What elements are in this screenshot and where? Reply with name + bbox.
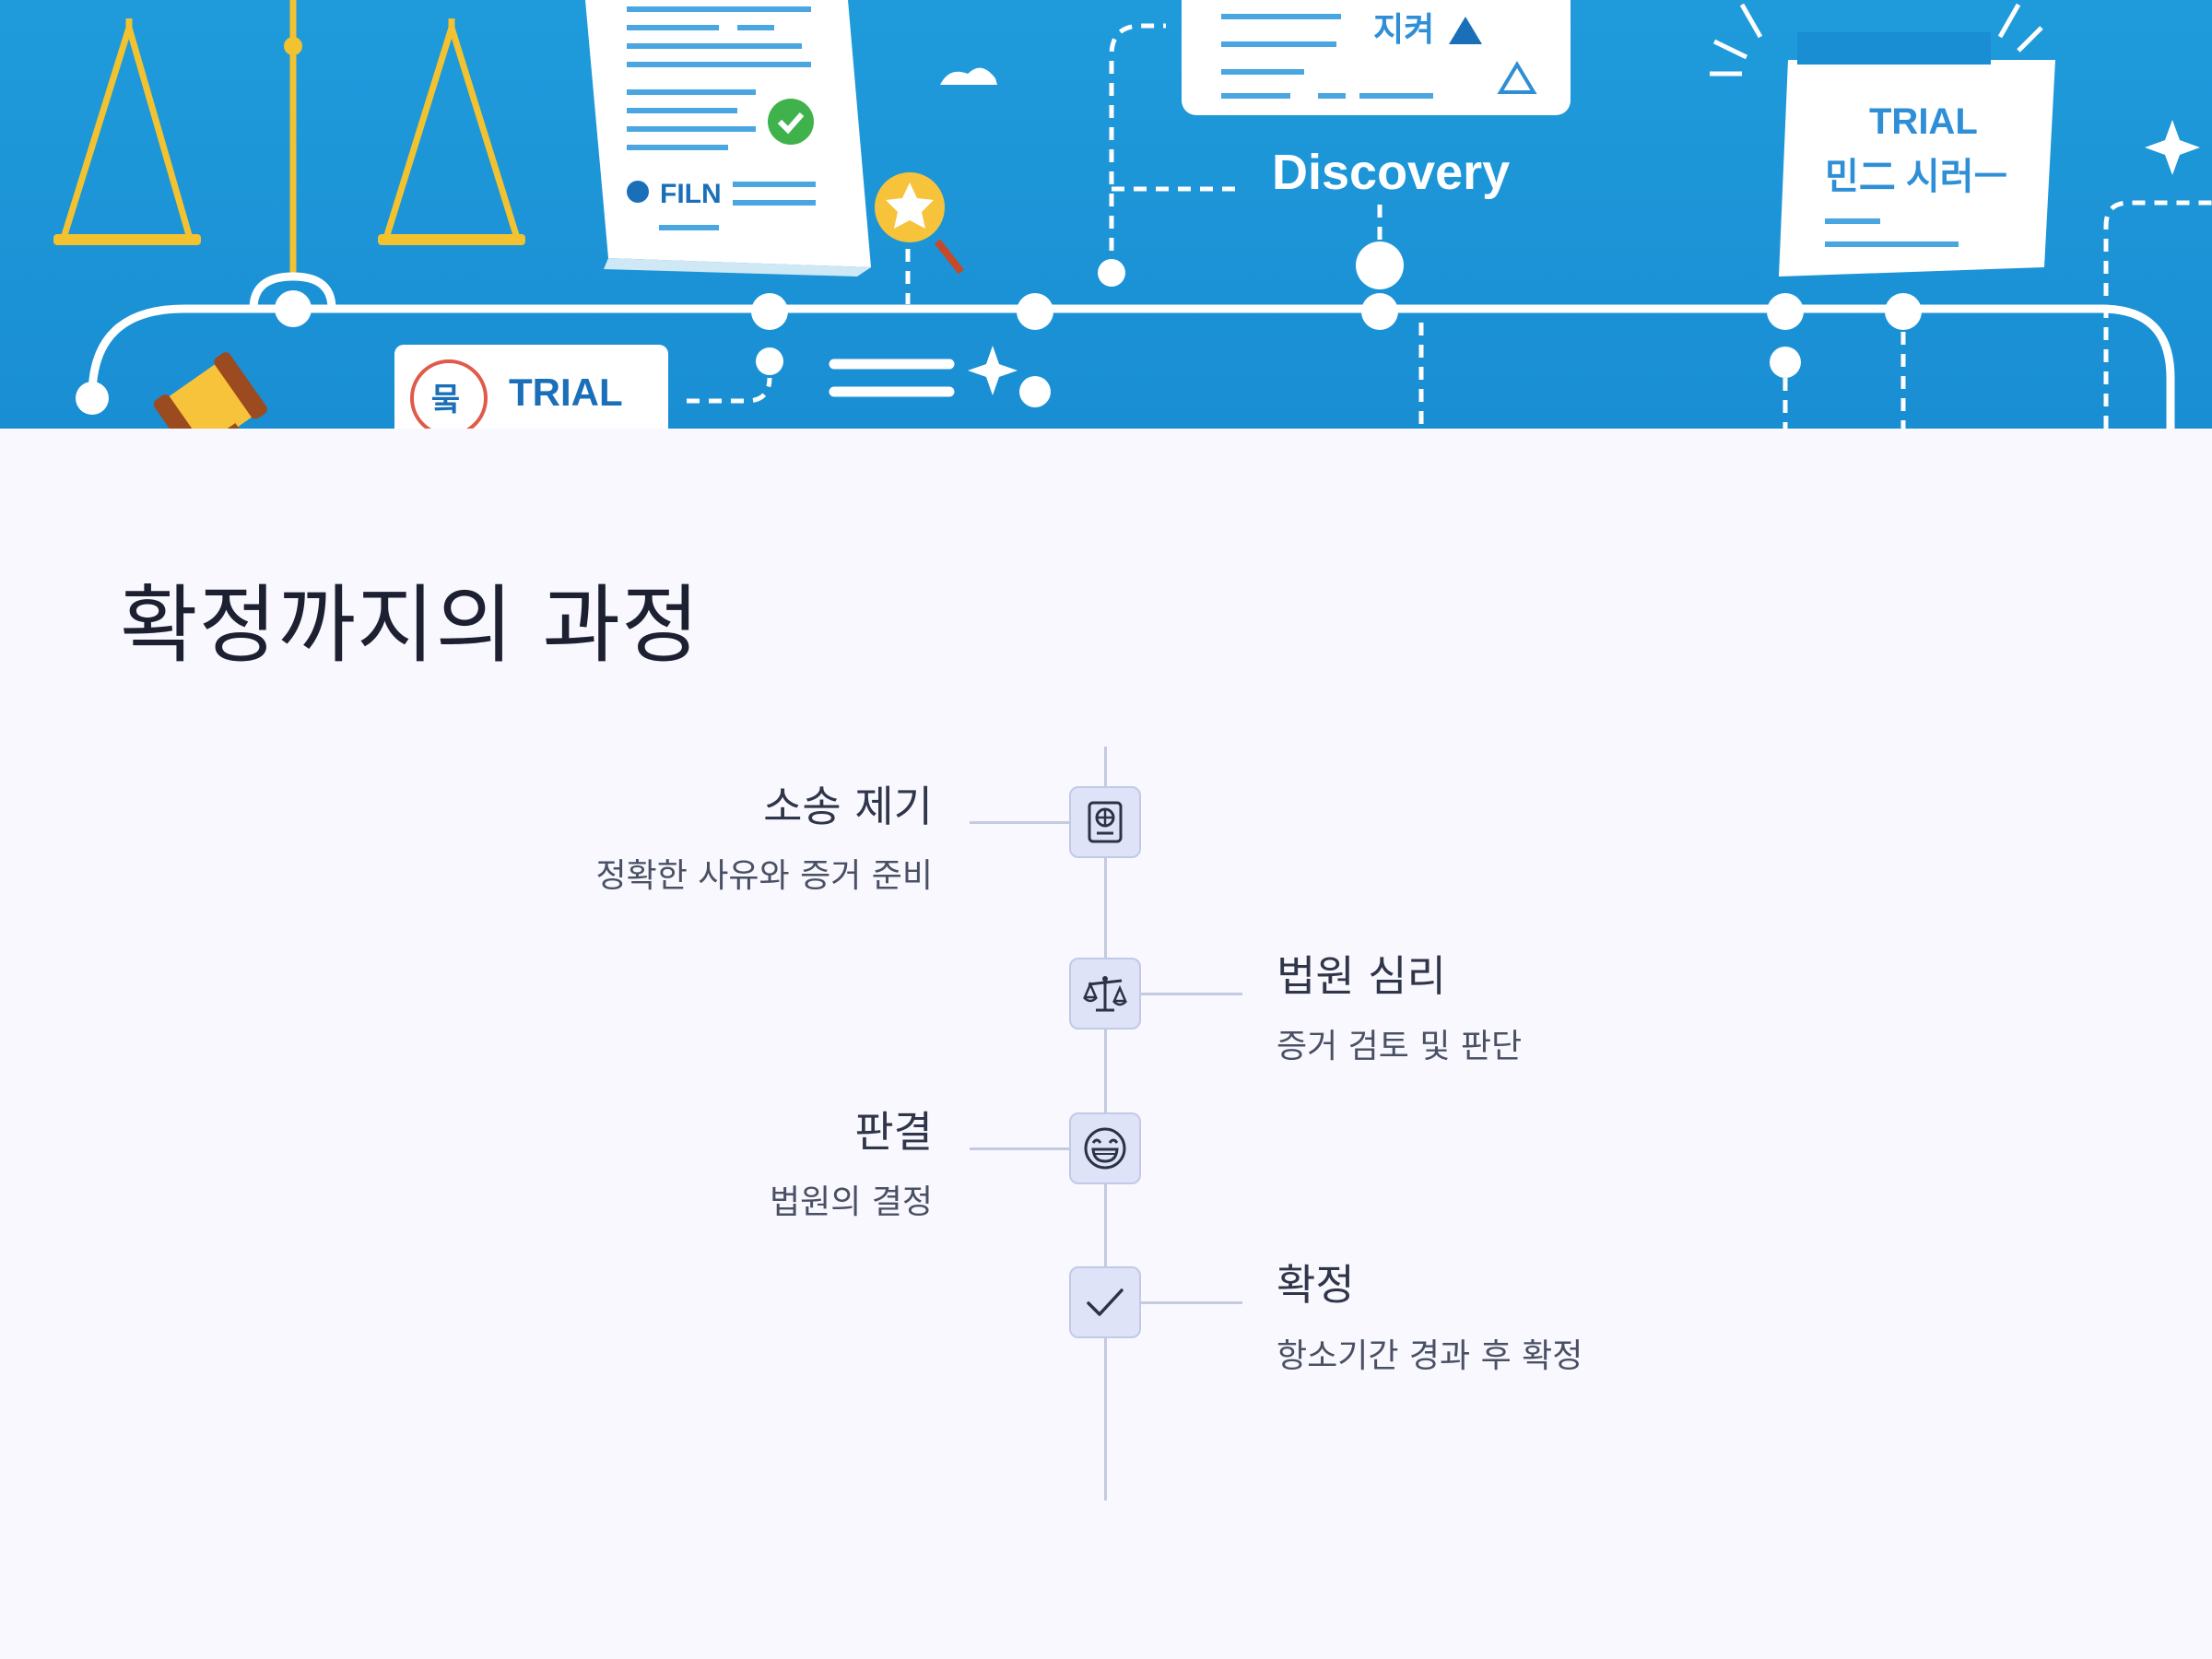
- page-title: 확정까지의 과정: [120, 579, 700, 672]
- scales-of-justice-icon: [53, 0, 525, 276]
- hero-filing-label: FILN: [660, 179, 722, 209]
- star-medal-icon: [875, 172, 961, 272]
- trial-ticket: 뭌 TRIAL: [394, 345, 668, 429]
- timeline-node-filing: [1069, 786, 1141, 858]
- hero-trial-badge-label: TRIAL: [509, 371, 623, 414]
- hero-discovery-label: Discovery: [1272, 145, 1510, 200]
- timeline-node-finalized: [1069, 1266, 1141, 1338]
- memo-card: 지켜: [1182, 0, 1571, 115]
- laugh-face-icon: [1079, 1123, 1131, 1174]
- step-desc-judgment: 법원의 결정: [770, 1186, 933, 1219]
- step-title-judgment: 판결: [854, 1111, 933, 1153]
- hero-memo-label: 지켜: [1373, 10, 1434, 48]
- hero-trial-doc-label: TRIAL: [1869, 101, 1978, 142]
- trial-document-icon: TRIAL 민二 시러ㅡ: [1710, 5, 2055, 276]
- passport-icon: [1079, 796, 1131, 848]
- step-title-finalized: 확정: [1277, 1264, 1355, 1306]
- document-icon: FILN: [585, 0, 871, 276]
- timeline-node-hearing: [1069, 958, 1141, 1030]
- sparkle-icon: [2145, 120, 2200, 175]
- timeline-connector: [970, 1147, 1069, 1150]
- checkmark-icon: [1079, 1277, 1131, 1328]
- scale-icon: [1079, 968, 1131, 1019]
- svg-text:뭌: 뭌: [431, 382, 460, 418]
- hero-illustration: FILN 지켜 Discovery: [0, 0, 2212, 429]
- hero-doc-korean-label: 민二 시러ㅡ: [1825, 157, 2007, 197]
- timeline-connector: [1141, 1301, 1242, 1304]
- timeline-connector: [1141, 993, 1242, 995]
- cloud-icon: [940, 68, 997, 85]
- step-desc-filing: 정확한 사유와 증거 준비: [595, 860, 933, 893]
- gavel-icon: [151, 350, 312, 429]
- step-desc-finalized: 항소기간 경과 후 확정: [1277, 1340, 1583, 1373]
- timeline-connector: [970, 821, 1069, 824]
- timeline-node-judgment: [1069, 1112, 1141, 1184]
- step-title-hearing: 법원 심리: [1277, 955, 1446, 997]
- step-title-filing: 소송 제기: [763, 785, 933, 828]
- sparkle-icon: [968, 346, 1018, 395]
- step-desc-hearing: 증거 검토 및 판단: [1277, 1030, 1522, 1064]
